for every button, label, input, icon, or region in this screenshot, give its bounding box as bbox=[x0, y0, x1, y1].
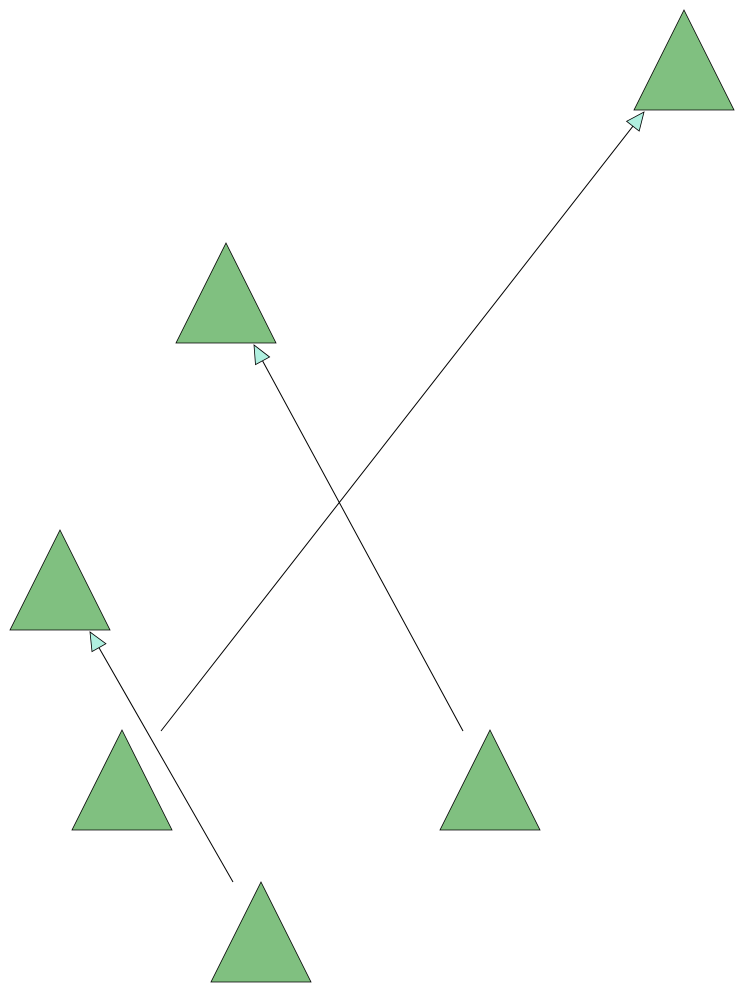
edge-node-lower-left-to-node-top-right bbox=[160, 125, 634, 732]
node-left-middle bbox=[9, 529, 111, 631]
edge-node-lower-right-to-node-upper-middle bbox=[262, 360, 464, 732]
node-top-right bbox=[633, 9, 735, 111]
arrowhead-node-top-right bbox=[625, 111, 645, 132]
arrowhead-node-left-middle bbox=[89, 631, 107, 653]
nodes-layer bbox=[9, 9, 735, 983]
node-bottom bbox=[210, 881, 312, 983]
node-upper-middle bbox=[175, 242, 277, 344]
edges-layer bbox=[89, 111, 645, 883]
edge-node-bottom-to-node-left-middle bbox=[98, 647, 234, 883]
node-lower-right bbox=[439, 729, 541, 831]
arrowhead-node-upper-middle bbox=[253, 344, 271, 366]
node-lower-left bbox=[71, 729, 173, 831]
